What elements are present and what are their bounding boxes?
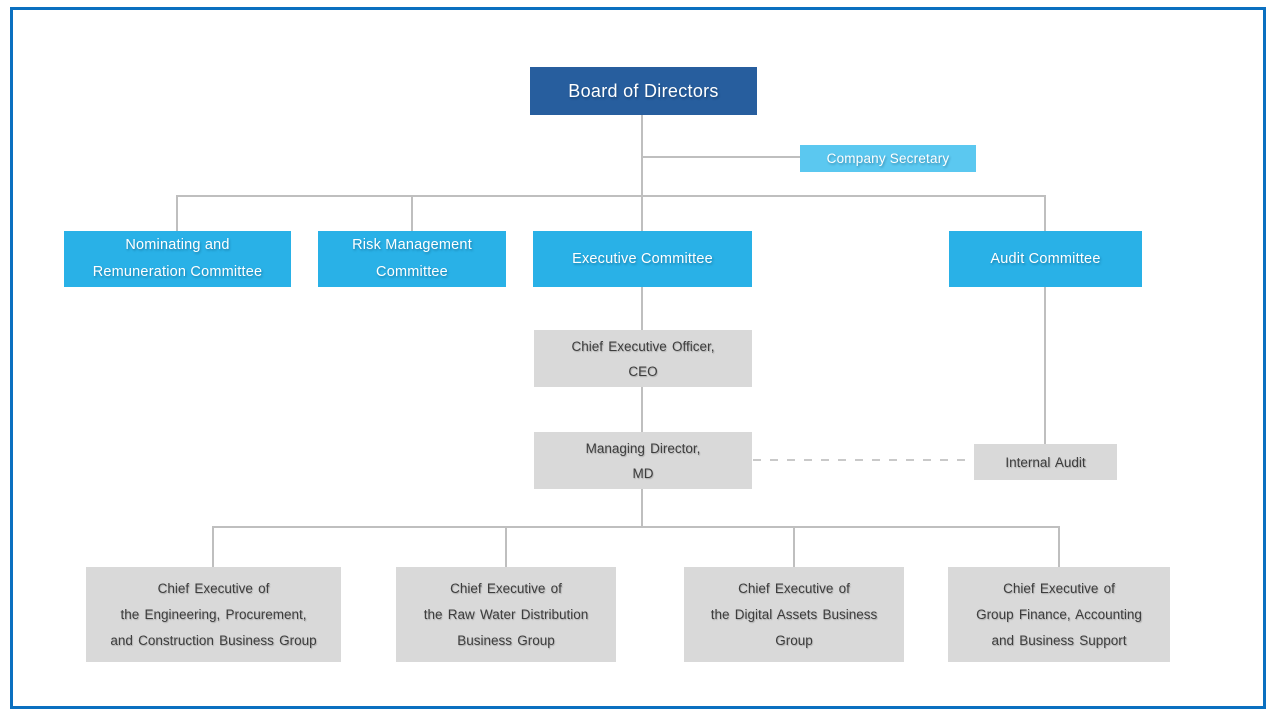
connector-board-down xyxy=(641,115,643,231)
org-node-audit-committee: Audit Committee xyxy=(949,231,1142,287)
group-label-line: Business Group xyxy=(457,632,555,648)
org-node-managing-director: Managing Director, MD xyxy=(534,432,752,489)
connector-ceo-md xyxy=(641,387,643,432)
org-node-risk-management-committee: Risk Management Committee xyxy=(318,231,506,287)
connector-audit-internal xyxy=(1044,287,1046,444)
connector-stub-group4 xyxy=(1058,526,1060,567)
group-label-line: the Digital Assets Business xyxy=(710,606,878,622)
committee-label-line: Nominating and xyxy=(125,237,230,253)
org-node-board-of-directors: Board of Directors xyxy=(530,67,757,115)
connector-md-internal-audit-dashed xyxy=(753,459,973,461)
connector-secretary xyxy=(641,156,800,158)
group-label-line: Chief Executive of xyxy=(1003,580,1115,596)
internal-audit-label: Internal Audit xyxy=(1005,454,1086,470)
connector-committee-rail xyxy=(176,195,1046,197)
connector-stub-audit xyxy=(1044,195,1046,231)
group-label-line: Group Finance, Accounting xyxy=(976,606,1142,622)
org-node-engineering-procurement-construction-group: Chief Executive of the Engineering, Proc… xyxy=(86,567,341,662)
committee-label-line: Remuneration Committee xyxy=(92,264,263,280)
connector-executive-ceo xyxy=(641,287,643,330)
ceo-label-line: Chief Executive Officer, xyxy=(571,338,715,354)
connector-md-down xyxy=(641,489,643,527)
committee-label-line: Risk Management xyxy=(352,237,472,253)
group-label-line: the Raw Water Distribution xyxy=(423,606,589,622)
committee-label-line: Executive Committee xyxy=(572,250,713,267)
ceo-label-line: CEO xyxy=(628,363,658,379)
org-node-group-finance-accounting-support: Chief Executive of Group Finance, Accoun… xyxy=(948,567,1170,662)
org-node-digital-assets-group: Chief Executive of the Digital Assets Bu… xyxy=(684,567,904,662)
org-node-raw-water-distribution-group: Chief Executive of the Raw Water Distrib… xyxy=(396,567,616,662)
org-node-internal-audit: Internal Audit xyxy=(974,444,1117,480)
group-label-line: Chief Executive of xyxy=(450,580,562,596)
connector-stub-group3 xyxy=(793,526,795,567)
org-node-nominating-remuneration-committee: Nominating and Remuneration Committee xyxy=(64,231,291,287)
group-label-line: and Construction Business Group xyxy=(110,632,317,648)
org-node-executive-committee: Executive Committee xyxy=(533,231,752,287)
group-label-line: Chief Executive of xyxy=(157,580,270,596)
md-label-line: MD xyxy=(632,465,654,481)
connector-stub-group2 xyxy=(505,526,507,567)
group-label-line: Chief Executive of xyxy=(738,580,850,596)
connector-stub-risk xyxy=(411,195,413,231)
company-secretary-label: Company Secretary xyxy=(826,151,950,166)
connector-stub-group1 xyxy=(212,526,214,567)
board-label: Board of Directors xyxy=(568,80,719,101)
committee-label-line: Audit Committee xyxy=(990,250,1101,267)
connector-stub-nominating xyxy=(176,195,178,231)
group-label-line: and Business Support xyxy=(991,632,1127,648)
group-label-line: the Engineering, Procurement, xyxy=(120,606,307,622)
connector-bottom-rail xyxy=(212,526,1060,528)
group-label-line: Group xyxy=(775,632,813,648)
md-label-line: Managing Director, xyxy=(585,440,701,456)
org-node-company-secretary: Company Secretary xyxy=(800,145,976,172)
org-node-ceo: Chief Executive Officer, CEO xyxy=(534,330,752,387)
committee-label-line: Committee xyxy=(376,264,448,280)
